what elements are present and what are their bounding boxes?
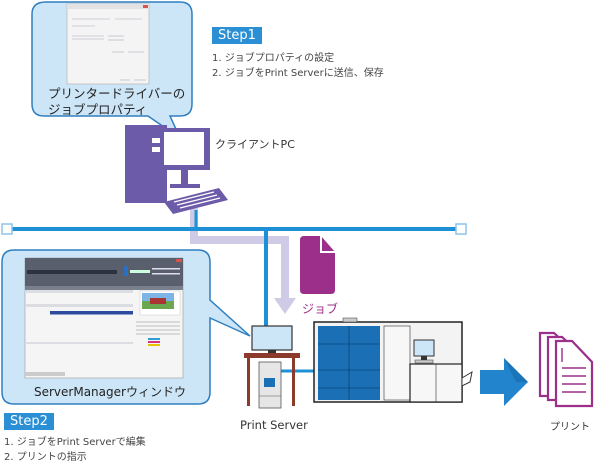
step2-block: Step2 1. ジョブをPrint Serverで編集 2. プリントの指示 [4,410,146,465]
step1-line-1: 1. ジョブプロパティの設定 [212,53,335,64]
job-label: ジョブ [302,302,339,316]
job-document-icon [300,236,335,294]
step2-line-2: 2. プリントの指示 [4,452,87,463]
client-pc-icon [125,125,228,214]
step1-line-2: 2. ジョブをPrint Serverに送信、保存 [212,68,384,79]
printed-pages-icon [538,331,594,408]
job-flow-arrowhead [274,298,296,314]
bubble-top-caption-line2: ジョブプロパティ [48,102,148,117]
servermanager-screenshot [24,257,184,379]
production-printer-icon [313,317,473,403]
print-output-arrow [480,358,528,406]
job-flow-path [190,208,289,300]
client-pc-label: クライアントPC [215,138,295,151]
bubble-bottom-caption: ServerManagerウィンドウ [34,385,186,399]
print-server-label: Print Server [240,418,308,432]
step1-badge: Step1 [212,27,262,44]
bubble-top-caption-line1: プリンタードライバーの [48,86,186,101]
step2-line-1: 1. ジョブをPrint Serverで編集 [4,437,146,448]
job-properties-screenshot [66,3,150,85]
network-endpoint-left [1,223,13,235]
bubble-top-caption: プリンタードライバーの ジョブプロパティ [48,86,185,118]
print-label: プリント [550,422,590,433]
network-endpoint-right [455,223,467,235]
step2-badge: Step2 [4,413,54,430]
print-server-icon [244,325,300,409]
step1-block: Step1 1. ジョブプロパティの設定 2. ジョブをPrint Server… [212,24,384,81]
